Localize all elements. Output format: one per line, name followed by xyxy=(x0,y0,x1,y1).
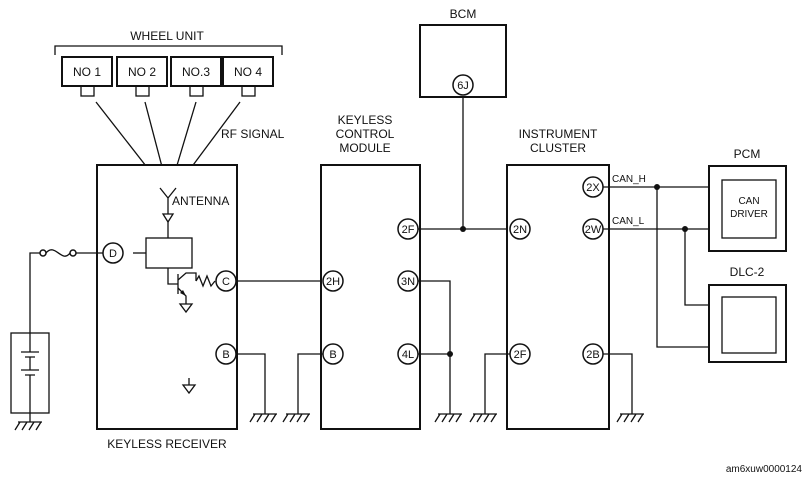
svg-text:C: C xyxy=(222,276,230,288)
ground-icon-receiver xyxy=(249,413,277,423)
ground-icon-cluster-right xyxy=(616,413,644,423)
kcm-label-line2: CONTROL xyxy=(336,127,395,141)
wheel-unit-1-label: NO 1 xyxy=(73,65,101,79)
ground-icon-cluster-left xyxy=(469,413,497,423)
cluster-label-line2: CLUSTER xyxy=(530,141,586,155)
fuse-icon xyxy=(39,249,77,257)
svg-text:B: B xyxy=(329,349,336,361)
wheel-unit-2-label: NO 2 xyxy=(128,65,156,79)
svg-text:2H: 2H xyxy=(326,276,340,288)
dlc2-inner-box xyxy=(721,296,777,354)
svg-text:4L: 4L xyxy=(402,349,414,361)
can-h-label: CAN_H xyxy=(612,174,646,185)
dlc2-label: DLC-2 xyxy=(730,265,765,279)
svg-text:3N: 3N xyxy=(401,276,415,288)
ground-icon-kcm-right xyxy=(434,413,462,423)
svg-text:2B: 2B xyxy=(586,349,599,361)
transistor-icon xyxy=(177,272,197,314)
wheel-unit-3: NO.3 xyxy=(170,56,222,97)
internal-ground-icon xyxy=(181,378,197,395)
wheel-unit-bracket xyxy=(54,45,283,55)
bcm-label: BCM xyxy=(450,7,477,21)
instrument-cluster-box xyxy=(506,164,610,430)
terminal-kcm-2h: 2H xyxy=(322,270,344,292)
keyless-control-module-box xyxy=(320,164,421,430)
kcm-label-line3: MODULE xyxy=(339,141,390,155)
terminal-receiver-b: B xyxy=(215,343,237,365)
can-l-label: CAN_L xyxy=(612,216,645,227)
antenna-icon xyxy=(159,187,177,238)
svg-text:2X: 2X xyxy=(586,182,600,194)
pcm-label: PCM xyxy=(734,147,761,161)
svg-text:B: B xyxy=(222,349,229,361)
wheel-unit-4-label: NO 4 xyxy=(234,65,262,79)
terminal-kcm-4l: 4L xyxy=(397,343,419,365)
wheel-unit-label: WHEEL UNIT xyxy=(130,29,204,43)
wheel-unit-3-label: NO.3 xyxy=(182,65,210,79)
terminal-cluster-2w: 2W xyxy=(582,218,604,240)
keyless-receiver-label: KEYLESS RECEIVER xyxy=(107,437,227,451)
svg-text:2W: 2W xyxy=(585,224,602,236)
can-driver-line1: CAN xyxy=(738,196,759,207)
can-driver-line2: DRIVER xyxy=(730,209,768,220)
rf-signal-label: RF SIGNAL xyxy=(221,127,285,141)
svg-text:2F: 2F xyxy=(514,349,527,361)
svg-text:D: D xyxy=(109,248,117,260)
keyless-receiver-box xyxy=(96,164,238,430)
terminal-kcm-2f: 2F xyxy=(397,218,419,240)
terminal-cluster-2f: 2F xyxy=(509,343,531,365)
battery-icon xyxy=(10,332,50,414)
terminal-cluster-2b: 2B xyxy=(582,343,604,365)
wheel-unit-4: NO 4 xyxy=(222,56,274,97)
terminal-receiver-c: C xyxy=(215,270,237,292)
terminal-bcm-6j: 6J xyxy=(452,74,474,96)
wheel-unit-2: NO 2 xyxy=(116,56,168,97)
cluster-label-line1: INSTRUMENT xyxy=(519,127,598,141)
resistor-icon xyxy=(195,274,216,288)
figure-code: am6xuw0000124 xyxy=(726,464,803,475)
kcm-label-line1: KEYLESS xyxy=(338,113,393,127)
wheel-unit-1: NO 1 xyxy=(61,56,113,97)
svg-text:2F: 2F xyxy=(402,224,415,236)
antenna-label: ANTENNA xyxy=(172,194,229,208)
terminal-kcm-b: B xyxy=(322,343,344,365)
ground-icon-kcm-left xyxy=(282,413,310,423)
svg-text:6J: 6J xyxy=(457,80,469,92)
svg-text:2N: 2N xyxy=(513,224,527,236)
junction-kcm-ground xyxy=(447,351,453,357)
can-driver-box xyxy=(721,179,777,239)
terminal-cluster-2x: 2X xyxy=(582,176,604,198)
terminal-receiver-d: D xyxy=(102,242,124,264)
terminal-kcm-3n: 3N xyxy=(397,270,419,292)
terminal-cluster-2n: 2N xyxy=(509,218,531,240)
ground-icon-battery xyxy=(14,413,42,431)
